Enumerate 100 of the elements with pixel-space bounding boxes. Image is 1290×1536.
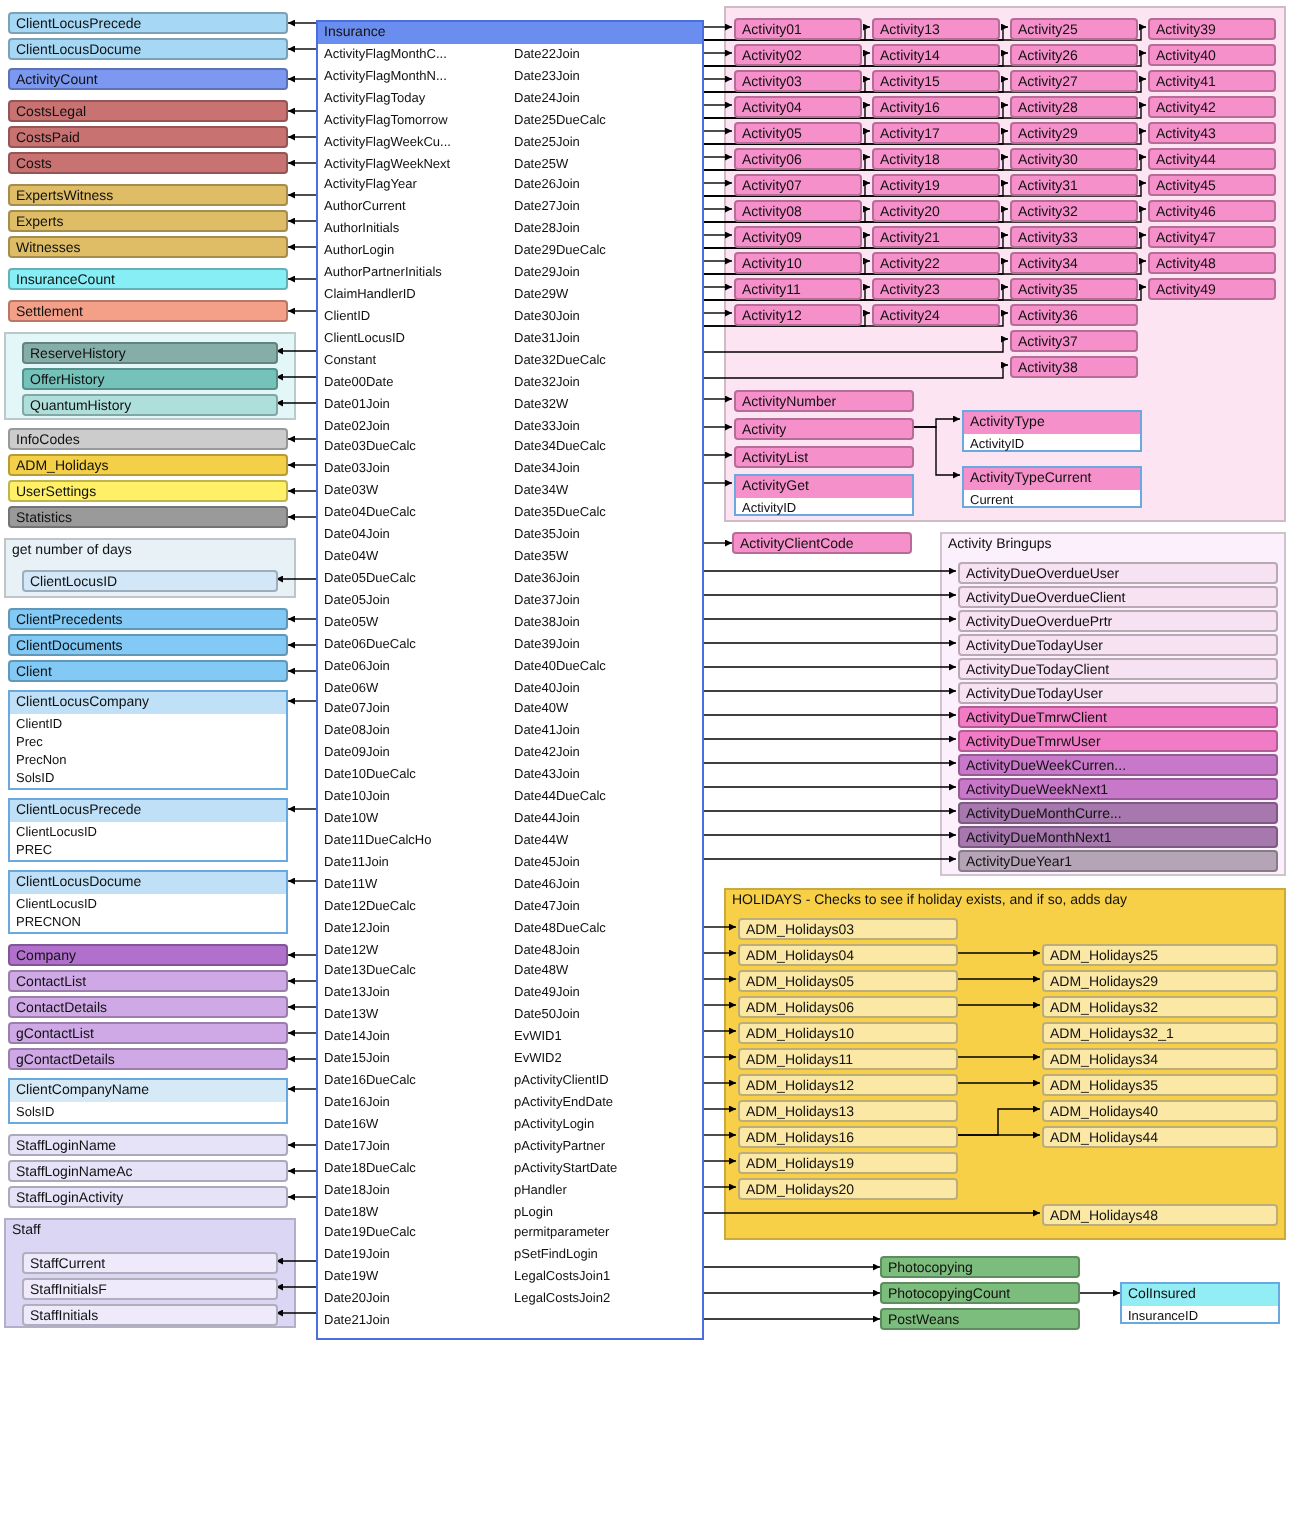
query-box (8, 12, 288, 34)
query-box (872, 44, 1000, 66)
table-box (8, 1078, 288, 1124)
query-box (1010, 70, 1138, 92)
query-box (8, 970, 288, 992)
query-box (734, 252, 862, 274)
query-box (872, 148, 1000, 170)
query-box (958, 754, 1278, 776)
group-panel (4, 332, 296, 420)
query-box (872, 200, 1000, 222)
query-box (734, 226, 862, 248)
relationship-line (287, 243, 317, 251)
table-box (8, 870, 288, 934)
relationship-line (703, 1315, 881, 1323)
query-box (8, 152, 288, 174)
relationship-line (287, 19, 317, 27)
relationship-line (275, 575, 317, 583)
relationship-line (287, 977, 317, 985)
query-box (880, 1308, 1080, 1330)
query-box (22, 1252, 278, 1274)
relationship-line (703, 361, 1009, 379)
query-box (732, 532, 912, 554)
relationship-line (703, 479, 733, 487)
relationship-line (703, 759, 957, 767)
relationship-line (275, 1283, 317, 1291)
relationship-line (703, 257, 733, 265)
query-box (734, 200, 862, 222)
query-box (734, 122, 862, 144)
relationship-line (287, 697, 317, 705)
query-box (8, 126, 288, 148)
relationship-line (703, 1289, 881, 1297)
query-box (8, 210, 288, 232)
query-box (958, 586, 1278, 608)
query-box (738, 1074, 958, 1096)
relationship-line (703, 309, 733, 317)
query-box (22, 394, 278, 416)
query-box (738, 970, 958, 992)
relationship-line (275, 1309, 317, 1317)
relationship-line (287, 1167, 317, 1175)
relationship-line (703, 711, 957, 719)
table-box (962, 466, 1142, 508)
table-box (1120, 1282, 1280, 1324)
query-box (1010, 122, 1138, 144)
query-box (1148, 200, 1276, 222)
relationship-line (703, 231, 733, 239)
group-panel (4, 1218, 296, 1328)
query-box (734, 304, 862, 326)
relationship-line (703, 23, 1147, 41)
query-box (1148, 278, 1276, 300)
relationship-line (703, 49, 1147, 67)
query-box (958, 778, 1278, 800)
query-box (1042, 1126, 1278, 1148)
query-box (22, 342, 278, 364)
relationship-line (911, 426, 961, 479)
relationship-line (287, 513, 317, 521)
query-box (880, 1282, 1080, 1304)
query-box (1042, 1100, 1278, 1122)
relationship-line (703, 395, 733, 403)
relationship-line (703, 153, 1147, 171)
query-box (734, 418, 914, 440)
table-box (734, 474, 914, 516)
relationship-line (287, 877, 317, 885)
table-box (8, 690, 288, 790)
relationship-line (703, 205, 1147, 223)
query-box (8, 660, 288, 682)
query-box (1010, 174, 1138, 196)
query-box (1042, 944, 1278, 966)
query-box (958, 562, 1278, 584)
query-box (734, 446, 914, 468)
query-box (1010, 304, 1138, 326)
query-box (1010, 278, 1138, 300)
query-box (734, 174, 862, 196)
relationship-line (287, 159, 317, 167)
relationship-line (275, 373, 317, 381)
query-box (8, 184, 288, 206)
query-box (738, 1048, 958, 1070)
relationship-line (703, 615, 957, 623)
query-box (738, 996, 958, 1018)
relationship-line (703, 423, 733, 431)
relationship-line (703, 75, 1147, 93)
query-box (1148, 252, 1276, 274)
query-box (8, 454, 288, 476)
relationship-line (703, 975, 737, 983)
relationship-line (703, 179, 733, 187)
query-box (738, 1152, 958, 1174)
query-box (1148, 226, 1276, 248)
table-box (962, 410, 1142, 452)
query-box (1010, 226, 1138, 248)
relationship-line (287, 615, 317, 623)
relationship-line (703, 153, 733, 161)
relationship-line (287, 805, 317, 813)
query-box (1010, 96, 1138, 118)
query-box (8, 268, 288, 290)
query-box (8, 996, 288, 1018)
relationship-line (703, 1263, 881, 1271)
query-box (958, 610, 1278, 632)
query-box (1042, 1048, 1278, 1070)
query-box (8, 236, 288, 258)
query-box (958, 802, 1278, 824)
query-box (8, 300, 288, 322)
